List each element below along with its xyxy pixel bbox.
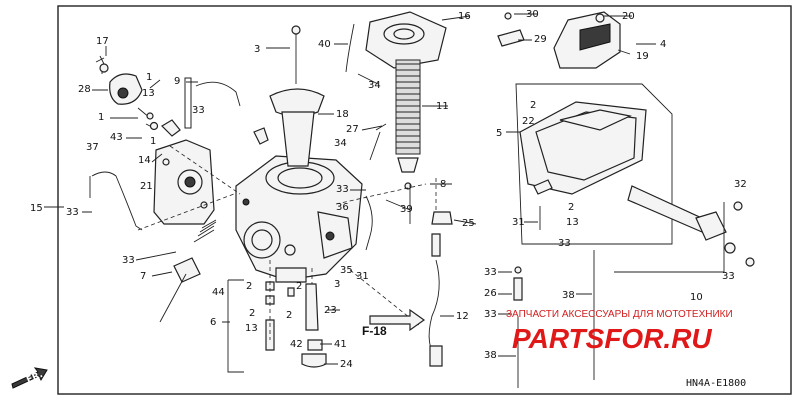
callout-12: 12 [456,311,469,322]
callout-22: 22 [522,116,535,127]
callout-29: 29 [534,34,547,45]
callout-10: 10 [690,292,703,303]
callout-17: 17 [96,36,109,47]
callout-7: 7 [140,271,146,282]
callout-11: 11 [436,101,449,112]
callout-13: 13 [142,88,155,99]
callout-33: 33 [66,207,79,218]
callout-3: 3 [254,44,260,55]
callout-31: 31 [356,271,369,282]
callout-20: 20 [622,11,635,22]
callout-24: 24 [340,359,353,370]
callout-1: 1 [150,136,156,147]
callout-26: 26 [484,288,497,299]
callout-14: 14 [138,155,151,166]
callout-9: 9 [174,76,180,87]
callout-28: 28 [78,84,91,95]
callout-2: 2 [296,281,302,292]
callout-35: 35 [340,265,353,276]
float-chamber-group [497,11,755,388]
callout-34: 34 [334,138,347,149]
callout-2: 2 [249,308,255,319]
callout-39: 39 [400,204,413,215]
callout-33: 33 [336,184,349,195]
callout-27: 27 [346,124,359,135]
accelerator-pump-group [89,55,244,373]
callout-38: 38 [562,290,575,301]
callout-33: 33 [484,267,497,278]
callout-34: 34 [368,80,381,91]
callout-36: 36 [336,202,349,213]
callout-13: 13 [245,323,258,334]
callout-21: 21 [140,181,153,192]
callout-18: 18 [336,109,349,120]
callout-13: 13 [566,217,579,228]
spring-11 [395,59,421,155]
drain-hose-group [428,178,453,367]
callout-4: 4 [660,39,666,50]
section-reference: F-18 [362,324,387,338]
callout-32: 32 [734,179,747,190]
watermark-caption: ЗАПЧАСТИ АКСЕССУАРЫ ДЛЯ МОТОТЕХНИКИ [506,309,733,320]
callout-3: 3 [334,279,340,290]
front-arrow: FR. [11,367,48,389]
callout-labels: 17 28 1 13 1 43 1 14 37 15 33 21 33 7 6 … [30,9,747,370]
watermark-logo: PARTSFOR.RU [512,323,712,354]
callout-33: 33 [722,271,735,282]
callout-38: 38 [484,350,497,361]
callout-43: 43 [110,132,123,143]
diagram-code: HN4A-E1800 [686,378,746,389]
callout-6: 6 [210,317,216,328]
callout-41: 41 [334,339,347,350]
callout-40: 40 [318,39,331,50]
callout-31: 31 [512,217,525,228]
callout-37: 37 [86,142,99,153]
callout-2: 2 [246,281,252,292]
callout-33: 33 [122,255,135,266]
diagram-frame [57,5,792,395]
callout-1: 1 [146,72,152,83]
callout-42: 42 [290,339,303,350]
callout-2: 2 [286,310,292,321]
callout-1: 1 [98,112,104,123]
callout-30: 30 [526,9,539,20]
callout-8: 8 [440,179,446,190]
callout-15: 15 [30,203,43,214]
leader-lines [44,13,656,365]
callout-5: 5 [496,128,502,139]
callout-2: 2 [530,100,536,111]
callout-33: 33 [192,105,205,116]
callout-33: 33 [484,309,497,320]
callout-25: 25 [462,218,475,229]
part-group-bracket-9 [184,77,192,129]
callout-33: 33 [558,238,571,249]
callout-2: 2 [568,202,574,213]
callout-44: 44 [212,287,225,298]
carburetor-body [137,11,447,368]
callout-19: 19 [636,51,649,62]
callout-23: 23 [324,305,337,316]
